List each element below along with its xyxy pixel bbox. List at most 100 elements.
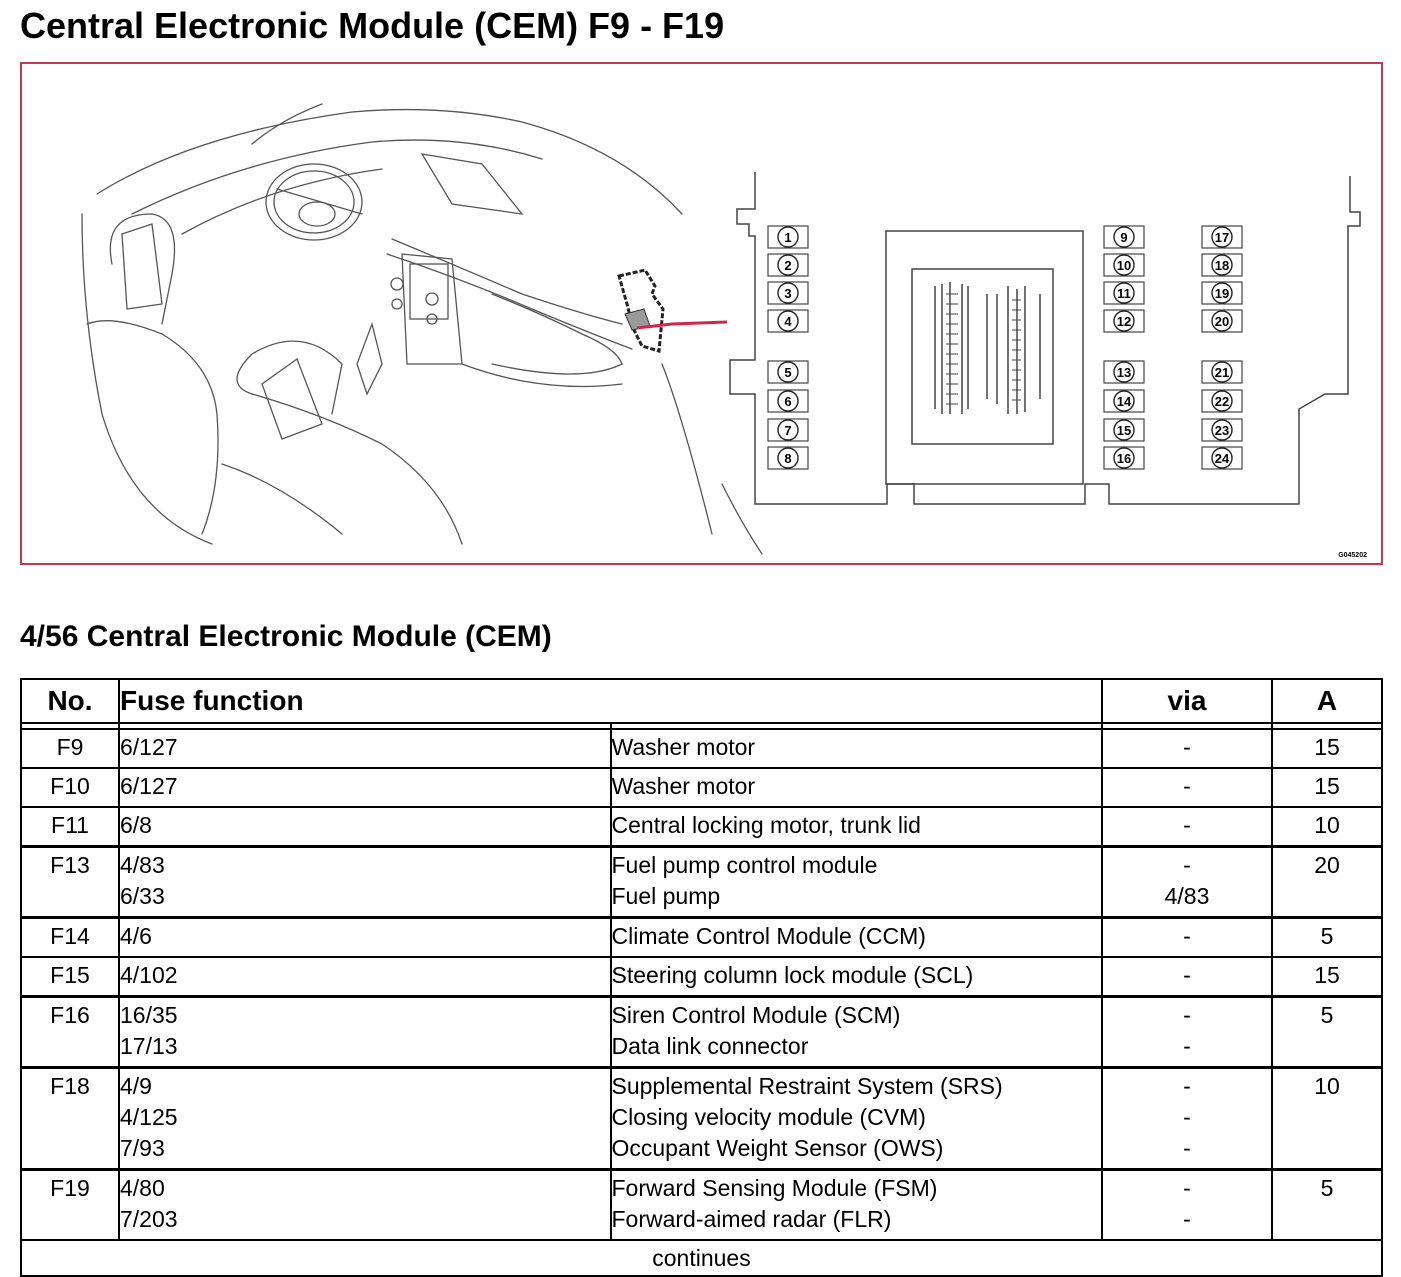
via-cell: -- <box>1101 1168 1273 1241</box>
component-code: 16/35 <box>120 1002 178 1028</box>
fuse-number: F13 <box>50 852 90 878</box>
table-footer-row: continues <box>20 1239 1383 1277</box>
fuse-slot-number: 14 <box>1117 394 1132 409</box>
fuse-slot: 14 <box>1103 389 1145 413</box>
fuse-slot-number: 17 <box>1215 230 1229 245</box>
amperage: 15 <box>1314 773 1340 799</box>
fuse-slot-number: 7 <box>784 423 791 438</box>
amperage-cell: 5 <box>1271 916 1383 958</box>
function-description: Fuel pump <box>611 883 721 909</box>
amperage-cell: 20 <box>1271 845 1383 919</box>
via-value: - <box>1183 773 1191 799</box>
fuse-number-cell: F9 <box>20 728 120 769</box>
fuse-slot-number: 21 <box>1215 365 1229 380</box>
fuse-number: F16 <box>50 1002 90 1028</box>
via-value: - <box>1183 734 1191 760</box>
amperage: 5 <box>1320 1175 1334 1201</box>
fuse-slot: 5 <box>767 360 809 384</box>
fuse-number-cell: F10 <box>20 767 120 808</box>
fuse-panel-outline <box>729 172 1361 505</box>
via-value: - <box>1183 1206 1191 1232</box>
table-row: F9 6/127 Washer motor - 15 <box>20 728 1383 769</box>
component-code-cell: 4/102 <box>118 956 612 998</box>
function-description-cell: Steering column lock module (SCL) <box>609 956 1103 998</box>
component-code: 7/203 <box>120 1206 178 1232</box>
fuse-slot: 22 <box>1201 389 1243 413</box>
fuse-slot-number: 16 <box>1117 451 1131 466</box>
fuse-slot-number: 3 <box>784 286 791 301</box>
fuse-slot-number: 1 <box>784 230 791 245</box>
fuse-slot-number: 12 <box>1117 314 1131 329</box>
fuse-slot-number: 10 <box>1117 258 1131 273</box>
via-value: - <box>1183 1002 1191 1028</box>
function-description: Washer motor <box>611 734 756 760</box>
component-code: 7/93 <box>120 1135 165 1161</box>
function-description: Forward-aimed radar (FLR) <box>611 1206 892 1232</box>
fuse-slot: 13 <box>1103 360 1145 384</box>
fuse-slot-number: 15 <box>1117 423 1131 438</box>
header-amps: A <box>1271 678 1383 724</box>
via-cell: - <box>1101 956 1273 998</box>
function-description-cell: Washer motor <box>609 767 1103 808</box>
function-description: Siren Control Module (SCM) <box>611 1002 901 1028</box>
function-description: Fuel pump control module <box>611 852 878 878</box>
fuse-slot: 4 <box>767 309 809 333</box>
via-value: - <box>1183 812 1191 838</box>
via-cell: - <box>1101 728 1273 769</box>
fuse-slot: 21 <box>1201 360 1243 384</box>
component-code-cell: 4/6 <box>118 916 612 958</box>
function-description: Data link connector <box>611 1033 809 1059</box>
function-description: Washer motor <box>611 773 756 799</box>
fuse-number: F10 <box>50 773 90 799</box>
fuse-slot-number: 9 <box>1120 230 1127 245</box>
amperage: 5 <box>1320 1002 1334 1028</box>
component-code: 4/125 <box>120 1104 178 1130</box>
amperage-cell: 15 <box>1271 728 1383 769</box>
via-value: - <box>1183 1104 1191 1130</box>
header-function: Fuse function <box>118 678 1103 724</box>
amperage-cell: 10 <box>1271 1066 1383 1171</box>
component-code: 6/127 <box>120 734 178 760</box>
component-code: 4/80 <box>120 1175 165 1201</box>
amperage: 20 <box>1314 852 1340 878</box>
function-description: Supplemental Restraint System (SRS) <box>611 1073 1003 1099</box>
via-value: - <box>1183 923 1191 949</box>
fuse-number-cell: F14 <box>20 916 120 958</box>
component-code: 4/6 <box>120 923 152 949</box>
amperage-cell: 5 <box>1271 995 1383 1069</box>
fuse-slot: 1 <box>767 225 809 249</box>
via-cell: - <box>1101 916 1273 958</box>
fuse-number-cell: F18 <box>20 1066 120 1171</box>
function-description: Closing velocity module (CVM) <box>611 1104 926 1130</box>
amperage: 10 <box>1314 1073 1340 1099</box>
via-value: - <box>1183 962 1191 988</box>
via-value: - <box>1183 1175 1191 1201</box>
fuse-slot: 18 <box>1201 253 1243 277</box>
fuse-slot: 15 <box>1103 418 1145 442</box>
fuse-slot: 24 <box>1201 446 1243 470</box>
component-code: 17/13 <box>120 1033 178 1059</box>
amperage: 5 <box>1320 923 1334 949</box>
car-interior-sketch <box>81 103 763 555</box>
fuse-number: F14 <box>50 923 90 949</box>
function-description: Central locking motor, trunk lid <box>611 812 921 838</box>
fuse-slot: 3 <box>767 281 809 305</box>
fuse-slot: 20 <box>1201 309 1243 333</box>
via-cell: --- <box>1101 1066 1273 1171</box>
fuse-number: F9 <box>56 734 84 760</box>
amperage-cell: 15 <box>1271 767 1383 808</box>
cem-location-marker <box>617 268 728 353</box>
continues-note: continues <box>20 1239 1383 1277</box>
function-description-cell: Climate Control Module (CCM) <box>609 916 1103 958</box>
component-code-cell: 6/8 <box>118 806 612 848</box>
fuse-number-cell: F11 <box>20 806 120 848</box>
